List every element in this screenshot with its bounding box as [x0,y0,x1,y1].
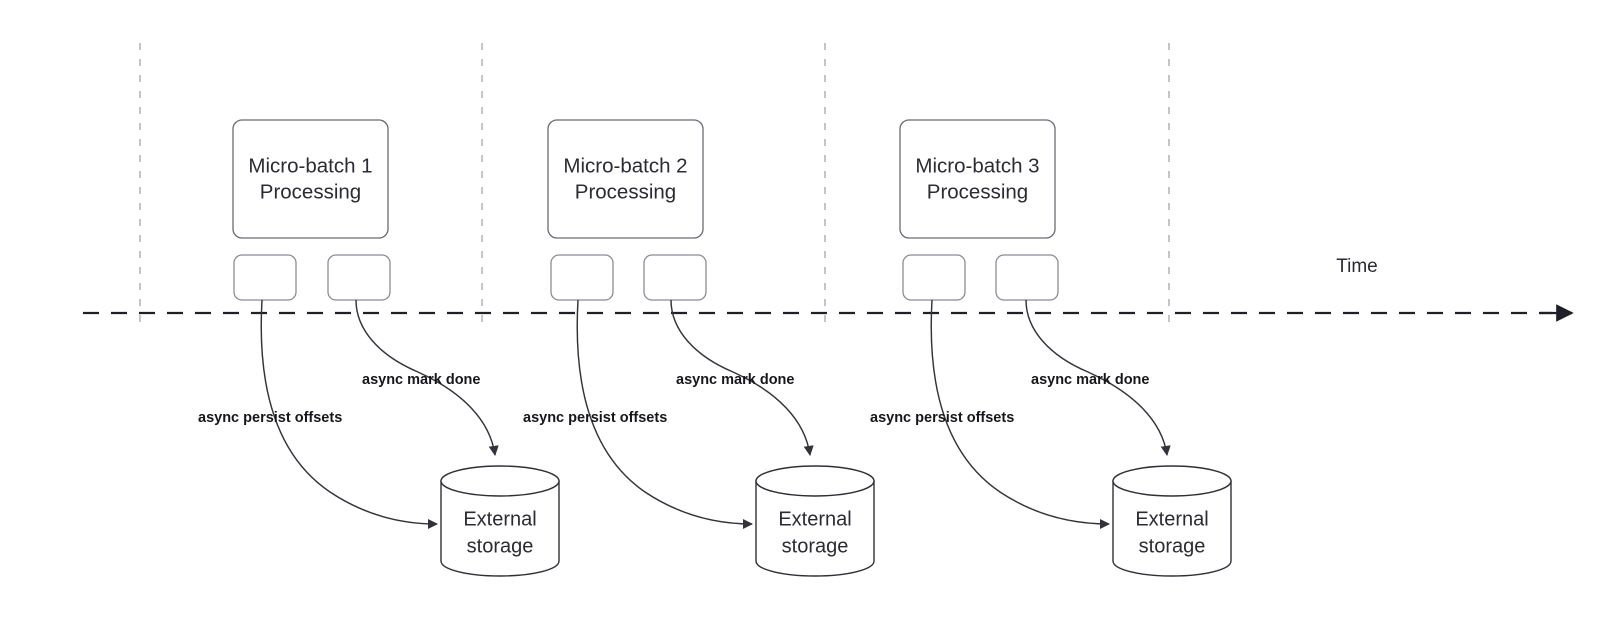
micro-batch-3-label-line1: Micro-batch 3 [915,154,1039,177]
batch-group-2: Micro-batch 2 Processing async persist o… [523,119,875,577]
batch-1-persist-offsets-arrow [260,299,439,530]
batch-1-persist-task-box[interactable] [233,254,297,301]
batch-3-storage-label-line1: External [1135,508,1208,530]
time-axis-label: Time [1336,256,1378,277]
micro-batch-2-label-line1: Micro-batch 2 [563,154,687,177]
batch-1-mark-done-label: async mark done [362,372,480,388]
batch-3-storage-label-line2: storage [1139,535,1206,557]
batch-1-external-storage-cylinder-top [440,465,560,497]
micro-batch-1-label-line1: Micro-batch 1 [248,154,372,177]
batch-2-external-storage-cylinder-top [755,465,875,497]
batch-2-persist-offsets-arrow [576,299,754,530]
batch-2-storage-label-line1: External [778,508,851,530]
micro-batch-3-label-line2: Processing [927,180,1028,203]
batch-1-mark-done-arrow [355,299,499,457]
micro-batch-2-processing-box[interactable] [547,119,704,239]
batch-2-storage-label-line2: storage [782,535,849,557]
batch-3-external-storage-cylinder-top [1112,465,1232,497]
micro-batch-3-processing-box[interactable] [899,119,1056,239]
micro-batch-2-label-line2: Processing [575,180,676,203]
batch-2-mark-done-arrow [670,299,814,457]
batch-3-mark-done-arrow [1025,299,1171,457]
batch-2-persist-task-box[interactable] [550,254,614,301]
batch-1-persist-offsets-label: async persist offsets [198,410,342,426]
batch-2-mark-done-label: async mark done [676,372,794,388]
batch-3-external-storage-cylinder[interactable] [1112,480,1232,577]
batch-3-persist-offsets-arrow [930,299,1111,530]
batch-1-storage-label-line1: External [463,508,536,530]
micro-batch-1-label-line2: Processing [260,180,361,203]
batch-1-external-storage-cylinder[interactable] [440,480,560,577]
batch-2-persist-offsets-label: async persist offsets [523,410,667,426]
batch-2-markdone-task-box[interactable] [643,254,707,301]
batch-group-1: Micro-batch 1 Processing async persist o… [198,119,560,577]
batch-3-mark-done-label: async mark done [1031,372,1149,388]
micro-batch-1-processing-box[interactable] [232,119,389,239]
batch-1-storage-label-line2: storage [467,535,534,557]
batch-2-external-storage-cylinder[interactable] [755,480,875,577]
batch-1-markdone-task-box[interactable] [327,254,391,301]
batch-3-persist-task-box[interactable] [902,254,966,301]
batch-3-markdone-task-box[interactable] [995,254,1059,301]
time-axis: Time [83,256,1574,322]
batch-group-3: Micro-batch 3 Processing async persist o… [870,119,1232,577]
batch-3-persist-offsets-label: async persist offsets [870,410,1014,426]
